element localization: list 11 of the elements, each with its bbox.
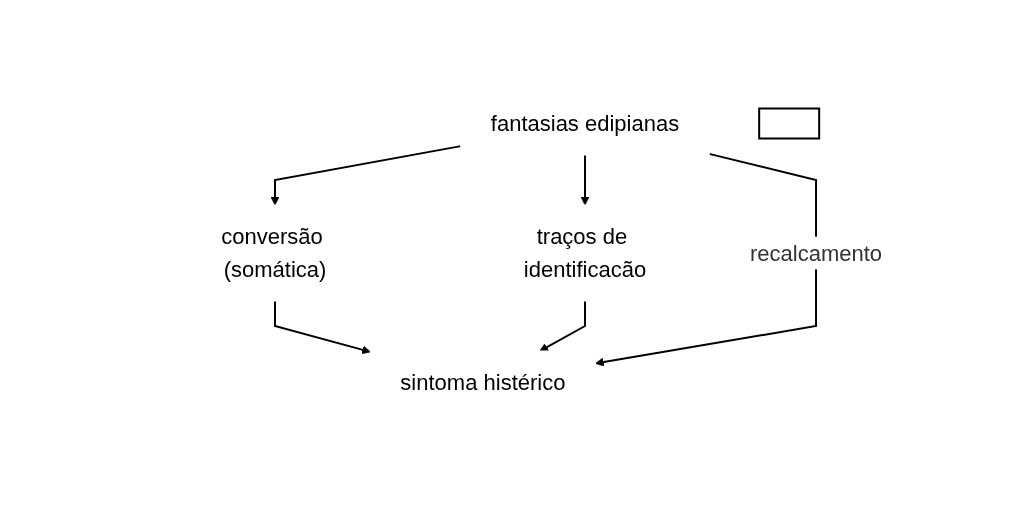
arrow — [274, 299, 372, 354]
node-text: sintoma histérico — [400, 369, 566, 395]
node-box — [758, 107, 821, 139]
arrow — [581, 153, 590, 205]
edge-label: recalcamento — [750, 240, 883, 265]
node-text: fantasias edipianas — [491, 110, 680, 136]
arrow — [539, 299, 587, 351]
arrow — [271, 144, 463, 205]
arrow — [595, 152, 818, 366]
node-text: conversão (somática) — [221, 223, 327, 282]
node-text: traços de identificacão — [524, 223, 647, 282]
